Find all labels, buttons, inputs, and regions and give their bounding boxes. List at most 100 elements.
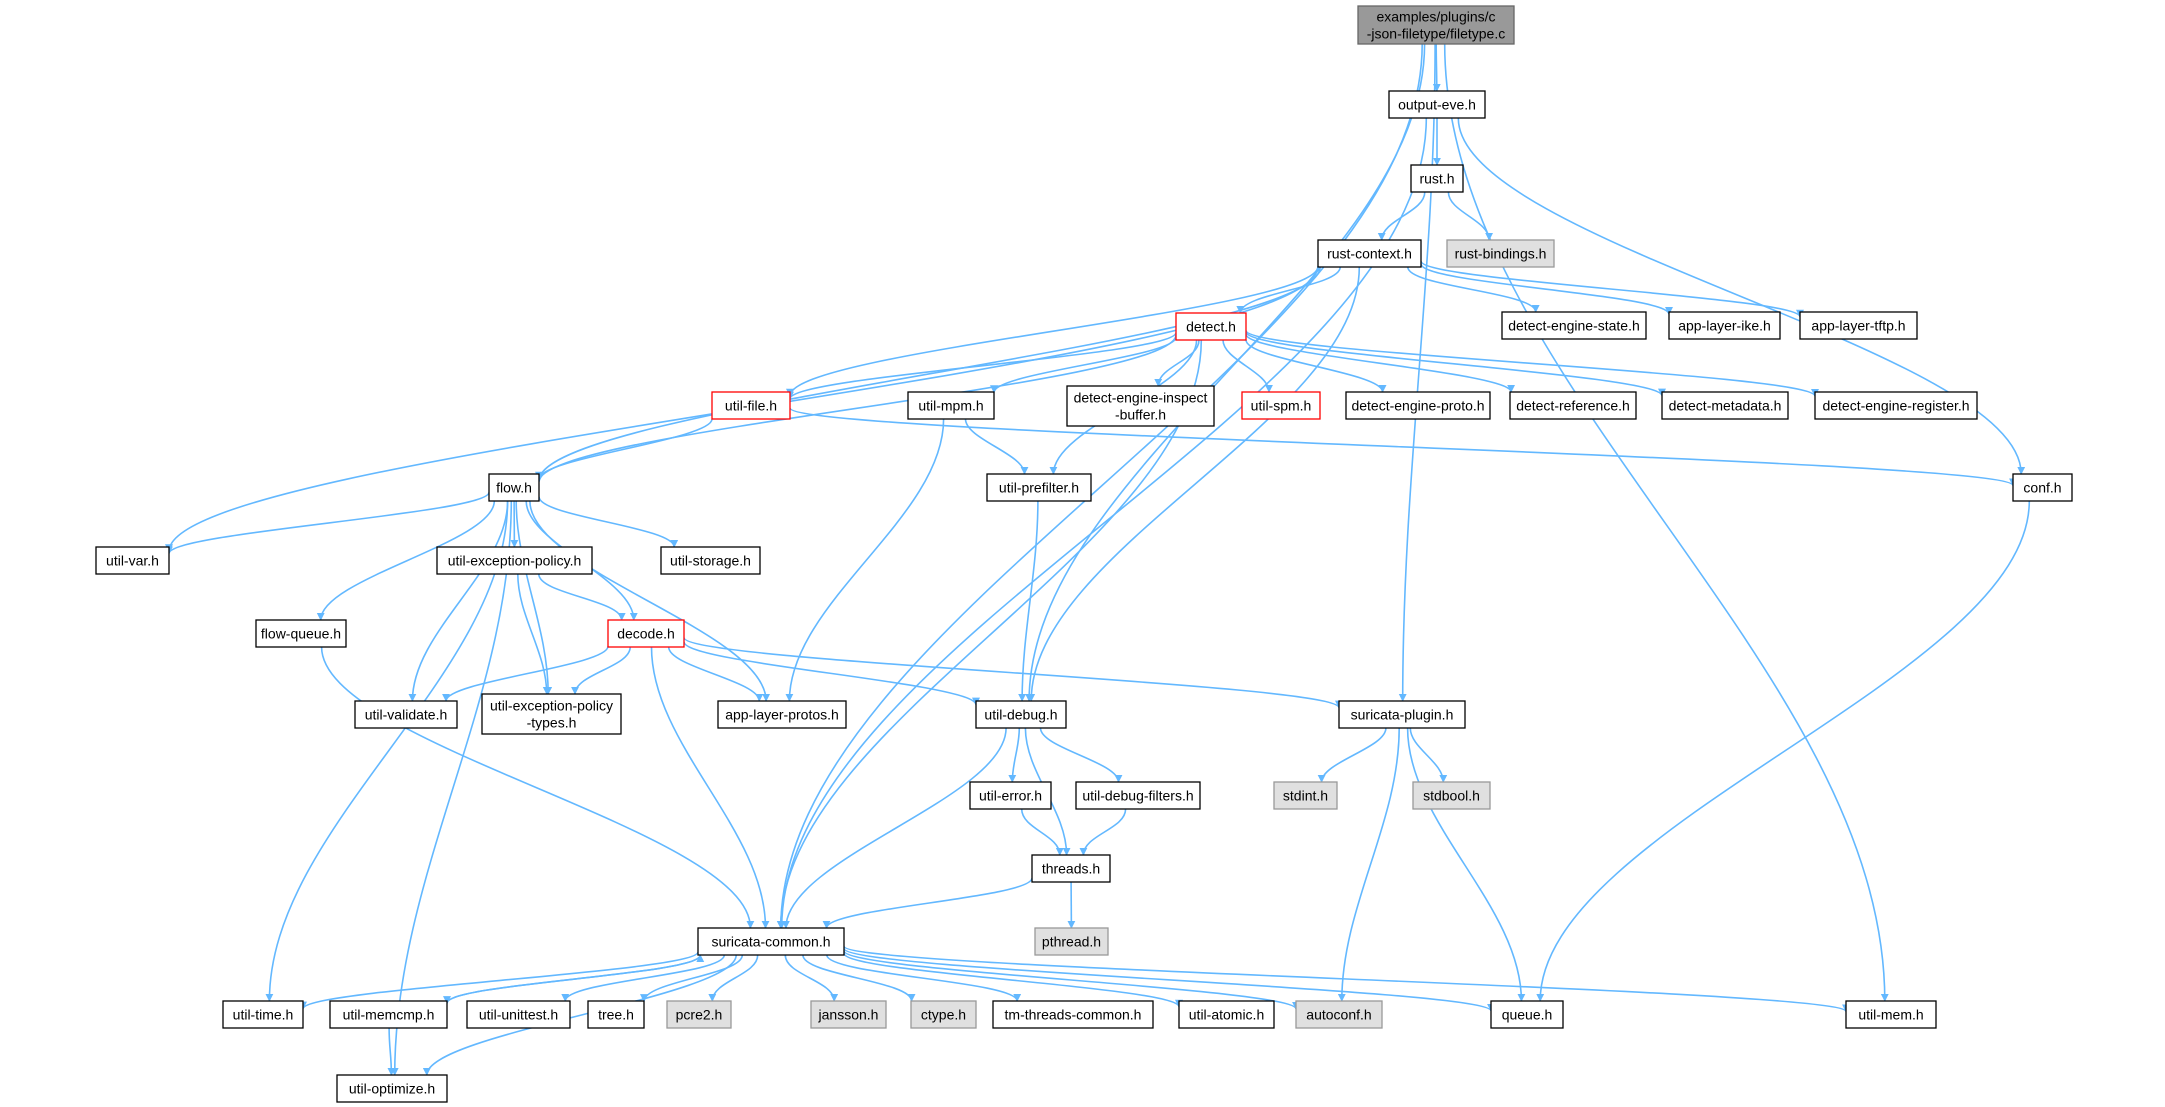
node-detect-reference[interactable]: detect-reference.h <box>1509 391 1637 420</box>
node-box <box>969 781 1052 810</box>
node-box <box>1178 1000 1275 1029</box>
node-util-exception-policy[interactable]: util-exception-policy.h <box>436 546 593 575</box>
node-label: util-mpm.h <box>918 398 983 414</box>
node-util-var[interactable]: util-var.h <box>95 546 170 575</box>
edge-util_debug_filters-to-threads <box>1079 808 1127 856</box>
node-util-mem[interactable]: util-mem.h <box>1845 1000 1937 1029</box>
edge-suricata_common-to-tree <box>640 954 744 1003</box>
node-label: -buffer.h <box>1115 407 1166 423</box>
node-detect[interactable]: detect.h <box>1175 312 1247 341</box>
node-box <box>1075 781 1201 810</box>
edge-detect-to-suricata_common <box>776 339 1203 929</box>
node-label: decode.h <box>617 626 675 642</box>
node-app-layer-tftp[interactable]: app-layer-tftp.h <box>1799 311 1918 340</box>
edge-util_mpm-to-app_layer_protos <box>785 418 945 702</box>
node-rust-context[interactable]: rust-context.h <box>1317 239 1422 268</box>
edge-flow-to-flow_queue <box>316 500 496 621</box>
node-detect-metadata[interactable]: detect-metadata.h <box>1661 391 1789 420</box>
node-box <box>1357 5 1515 45</box>
edge-detect-to-util_spm <box>1222 339 1273 393</box>
node-label: util-error.h <box>979 788 1042 804</box>
node-util-prefilter[interactable]: util-prefilter.h <box>986 473 1092 502</box>
node-box <box>697 927 845 956</box>
node-util-exception-policy-types[interactable]: util-exception-policy-types.h <box>481 693 622 735</box>
edge-detect-to-util_file <box>786 331 1177 400</box>
node-box <box>1066 385 1215 427</box>
edge-suricata_plugin-to-stdint <box>1317 727 1387 783</box>
node-box <box>1410 164 1464 193</box>
node-util-storage[interactable]: util-storage.h <box>660 546 761 575</box>
node-flow-queue[interactable]: flow-queue.h <box>255 619 347 648</box>
node-detect-engine-register[interactable]: detect-engine-register.h <box>1814 391 1978 420</box>
node-box <box>1799 311 1918 340</box>
node-box <box>1509 391 1637 420</box>
edge-rust_context-to-app_layer_ike <box>1420 263 1673 315</box>
node-detect-engine-proto[interactable]: detect-engine-proto.h <box>1345 391 1491 420</box>
node-output-eve[interactable]: output-eve.h <box>1388 90 1486 119</box>
edge-decode-to-suricata_common <box>650 646 770 929</box>
node-label: util-unittest.h <box>479 1007 558 1023</box>
node-util-spm[interactable]: util-spm.h <box>1241 391 1321 420</box>
node-box <box>666 1000 732 1029</box>
node-util-time[interactable]: util-time.h <box>222 1000 304 1029</box>
edge-detect-to-detect_engine_inspect_buffer <box>1154 339 1200 387</box>
node-queue[interactable]: queue.h <box>1490 1000 1564 1029</box>
node-util-memcmp[interactable]: util-memcmp.h <box>329 1000 448 1029</box>
node-label: detect-engine-inspect <box>1074 390 1208 406</box>
edge-flow-to-util_var <box>165 491 490 555</box>
node-label: detect.h <box>1186 319 1236 335</box>
node-flow[interactable]: flow.h <box>488 473 540 502</box>
node-app-layer-ike[interactable]: app-layer-ike.h <box>1668 311 1781 340</box>
node-util-file[interactable]: util-file.h <box>711 391 791 420</box>
node-box <box>1814 391 1978 420</box>
node-label: util-validate.h <box>365 707 448 723</box>
edge-detect-to-detect_reference <box>1245 333 1516 393</box>
node-jansson: jansson.h <box>810 1000 887 1029</box>
node-threads[interactable]: threads.h <box>1031 854 1111 883</box>
node-rust[interactable]: rust.h <box>1410 164 1464 193</box>
node-label: jansson.h <box>818 1007 879 1023</box>
node-util-error[interactable]: util-error.h <box>969 781 1052 810</box>
node-label: queue.h <box>1502 1007 1553 1023</box>
node-label: util-var.h <box>106 553 159 569</box>
node-box <box>910 1000 977 1029</box>
node-label: -json-filetype/filetype.c <box>1367 26 1506 42</box>
edge-util_file-to-flow <box>535 418 713 480</box>
edges-layer <box>165 43 2031 1076</box>
node-tm-threads-common[interactable]: tm-threads-common.h <box>992 1000 1154 1029</box>
node-box <box>1338 700 1466 729</box>
node-detect-engine-state[interactable]: detect-engine-state.h <box>1501 311 1647 340</box>
node-suricata-plugin[interactable]: suricata-plugin.h <box>1338 700 1466 729</box>
node-app-layer-protos[interactable]: app-layer-protos.h <box>717 700 847 729</box>
edge-decode-to-util_validate <box>442 645 609 702</box>
node-label: util-prefilter.h <box>999 480 1079 496</box>
node-util-mpm[interactable]: util-mpm.h <box>907 391 995 420</box>
edge-suricata_common-to-util_unittest <box>561 954 726 1002</box>
edge-suricata_common-to-pcre2 <box>708 954 759 1002</box>
node-box <box>336 1074 448 1103</box>
node-util-optimize[interactable]: util-optimize.h <box>336 1074 448 1103</box>
node-conf[interactable]: conf.h <box>2012 473 2073 502</box>
edge-rust-to-rust_bindings <box>1447 191 1494 241</box>
node-label: tm-threads-common.h <box>1005 1007 1142 1023</box>
edge-suricata_common-to-jansson <box>784 954 839 1002</box>
node-decode[interactable]: decode.h <box>607 619 685 648</box>
node-suricata-common[interactable]: suricata-common.h <box>697 927 845 956</box>
node-box <box>1661 391 1789 420</box>
node-label: flow.h <box>496 480 532 496</box>
node-box <box>1317 239 1422 268</box>
edge-decode-to-app_layer_protos <box>667 646 764 702</box>
node-box <box>717 700 847 729</box>
node-util-debug-filters[interactable]: util-debug-filters.h <box>1075 781 1201 810</box>
edge-decode-to-suricata_plugin <box>683 636 1343 709</box>
node-root[interactable]: examples/plugins/c-json-filetype/filetyp… <box>1357 5 1515 45</box>
node-util-unittest[interactable]: util-unittest.h <box>466 1000 571 1029</box>
edge-detect-to-detect_engine_proto <box>1245 339 1387 393</box>
node-util-debug[interactable]: util-debug.h <box>975 700 1067 729</box>
node-detect-engine-inspect-buffer[interactable]: detect-engine-inspect-buffer.h <box>1066 385 1215 427</box>
node-box <box>436 546 593 575</box>
node-tree[interactable]: tree.h <box>587 1000 645 1029</box>
node-label: detect-engine-proto.h <box>1351 398 1484 414</box>
node-util-validate[interactable]: util-validate.h <box>354 700 458 729</box>
node-util-atomic[interactable]: util-atomic.h <box>1178 1000 1275 1029</box>
